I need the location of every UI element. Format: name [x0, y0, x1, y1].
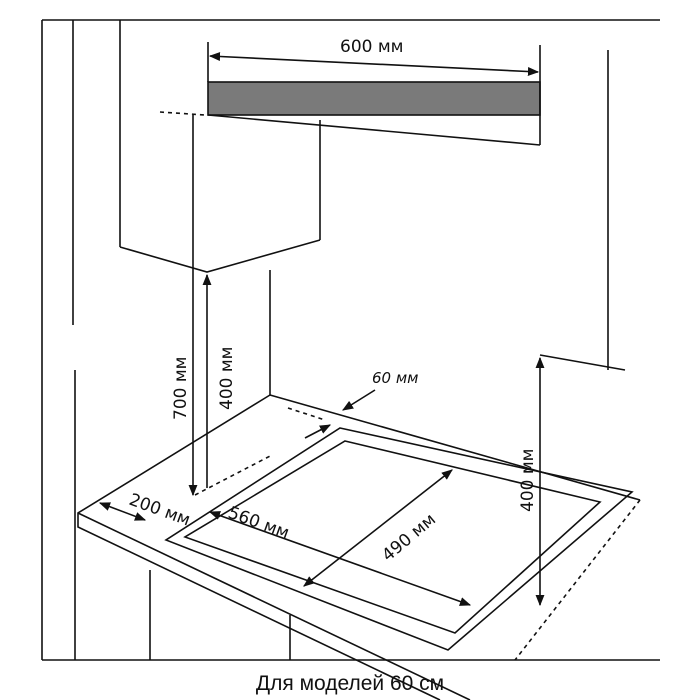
label-side-200: 200 мм	[126, 490, 193, 531]
hob-cutout	[164, 427, 634, 651]
caption: Для моделей 60 см	[255, 672, 445, 695]
countertop	[77, 394, 641, 700]
label-height-700: 700 мм	[171, 356, 191, 420]
dimension-lines	[98, 42, 545, 607]
label-height-400-right: 400 мм	[518, 448, 538, 512]
hood-band	[207, 81, 541, 116]
label-height-400-left: 400 мм	[217, 346, 237, 410]
label-depth-490: 490 мм	[378, 510, 440, 566]
wall-cabinet-hood	[119, 20, 541, 273]
walls	[41, 19, 660, 661]
label-hood-width: 600 мм	[340, 37, 404, 57]
label-width-560: 560 мм	[225, 503, 292, 544]
label-gap-60: 60 мм	[372, 369, 419, 387]
